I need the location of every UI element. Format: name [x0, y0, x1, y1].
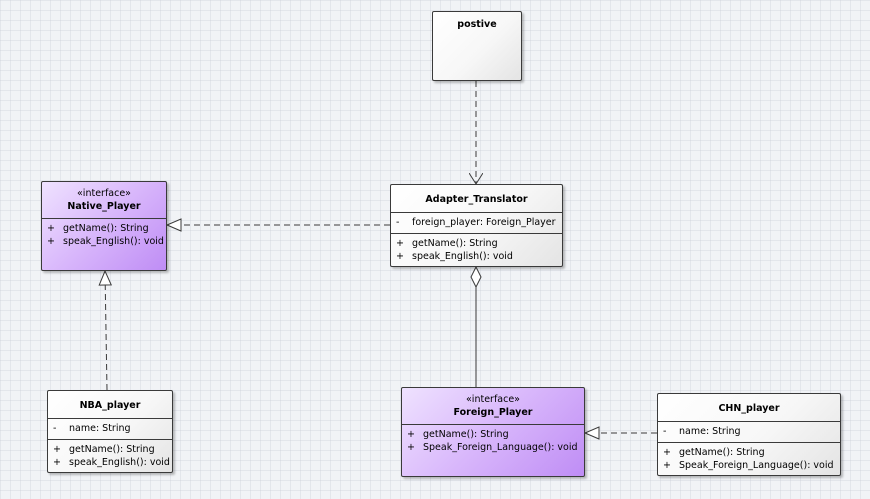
visibility-marker: +	[53, 457, 61, 468]
attributes-section: - name: String	[48, 418, 172, 439]
class-header: «interface» Native_Player	[42, 182, 166, 218]
operation-row[interactable]: + getName(): String	[48, 443, 172, 456]
operations-section: + getName(): String + Speak_Foreign_Lang…	[658, 442, 840, 476]
class-name: CHN_player	[718, 403, 780, 414]
visibility-marker: +	[396, 251, 404, 262]
operation-signature: speak_English(): void	[412, 251, 513, 262]
operation-signature: speak_English(): void	[69, 457, 170, 468]
attributes-section: - foreign_player: Foreign_Player	[391, 212, 562, 233]
operation-row[interactable]: + getName(): String	[42, 222, 166, 235]
visibility-marker: +	[407, 429, 415, 440]
class-nba-player[interactable]: NBA_player - name: String + getName(): S…	[47, 390, 173, 473]
realization-nba-to-native-player[interactable]	[105, 271, 107, 391]
visibility-marker: +	[663, 460, 671, 471]
operation-row[interactable]: + getName(): String	[658, 446, 840, 459]
attribute-row[interactable]: - name: String	[658, 425, 840, 438]
operation-row[interactable]: + speak_English(): void	[48, 456, 172, 469]
operation-row[interactable]: + speak_English(): void	[391, 250, 562, 263]
attribute-row[interactable]: - name: String	[48, 422, 172, 435]
visibility-marker: +	[663, 447, 671, 458]
class-header: postive	[433, 12, 521, 36]
class-header: CHN_player	[658, 394, 840, 421]
visibility-marker: +	[47, 236, 55, 247]
operation-row[interactable]: + getName(): String	[391, 237, 562, 250]
class-header: «interface» Foreign_Player	[402, 388, 584, 424]
attributes-section: - name: String	[658, 421, 840, 442]
operation-signature: getName(): String	[679, 447, 765, 458]
interface-native-player[interactable]: «interface» Native_Player + getName(): S…	[41, 181, 167, 271]
class-name: NBA_player	[79, 400, 141, 411]
attribute-signature: name: String	[69, 423, 131, 434]
operation-row[interactable]: + speak_English(): void	[42, 235, 166, 248]
interface-foreign-player[interactable]: «interface» Foreign_Player + getName(): …	[401, 387, 585, 477]
visibility-marker: +	[47, 223, 55, 234]
class-adapter-translator[interactable]: Adapter_Translator - foreign_player: For…	[390, 184, 563, 267]
visibility-marker: +	[53, 444, 61, 455]
stereotype-label: «interface»	[77, 188, 131, 199]
visibility-marker: -	[53, 423, 57, 434]
operations-section: + getName(): String + speak_English(): v…	[48, 439, 172, 473]
visibility-marker: -	[396, 217, 400, 228]
class-name: Foreign_Player	[453, 407, 533, 418]
operation-signature: getName(): String	[423, 429, 509, 440]
stereotype-label: «interface»	[466, 394, 520, 405]
operation-row[interactable]: + Speak_Foreign_Language(): void	[658, 459, 840, 472]
operation-signature: speak_English(): void	[63, 236, 164, 247]
operations-section: + getName(): String + speak_English(): v…	[391, 233, 562, 267]
operations-section: + getName(): String + speak_English(): v…	[42, 218, 166, 252]
class-name: Native_Player	[67, 201, 141, 212]
class-header: NBA_player	[48, 391, 172, 418]
attribute-signature: name: String	[679, 426, 741, 437]
operation-signature: getName(): String	[69, 444, 155, 455]
class-postive[interactable]: postive	[432, 11, 522, 81]
operation-row[interactable]: + Speak_Foreign_Language(): void	[402, 441, 584, 454]
class-header: Adapter_Translator	[391, 185, 562, 212]
attribute-signature: foreign_player: Foreign_Player	[412, 217, 556, 228]
operation-row[interactable]: + getName(): String	[402, 428, 584, 441]
operation-signature: getName(): String	[412, 238, 498, 249]
operation-signature: Speak_Foreign_Language(): void	[679, 460, 834, 471]
operations-section: + getName(): String + Speak_Foreign_Lang…	[402, 424, 584, 458]
attribute-row[interactable]: - foreign_player: Foreign_Player	[391, 216, 562, 229]
class-name: Adapter_Translator	[425, 194, 528, 205]
visibility-marker: +	[396, 238, 404, 249]
class-chn-player[interactable]: CHN_player - name: String + getName(): S…	[657, 393, 841, 476]
class-name: postive	[457, 19, 497, 30]
visibility-marker: -	[663, 426, 667, 437]
visibility-marker: +	[407, 442, 415, 453]
operation-signature: getName(): String	[63, 223, 149, 234]
operation-signature: Speak_Foreign_Language(): void	[423, 442, 578, 453]
